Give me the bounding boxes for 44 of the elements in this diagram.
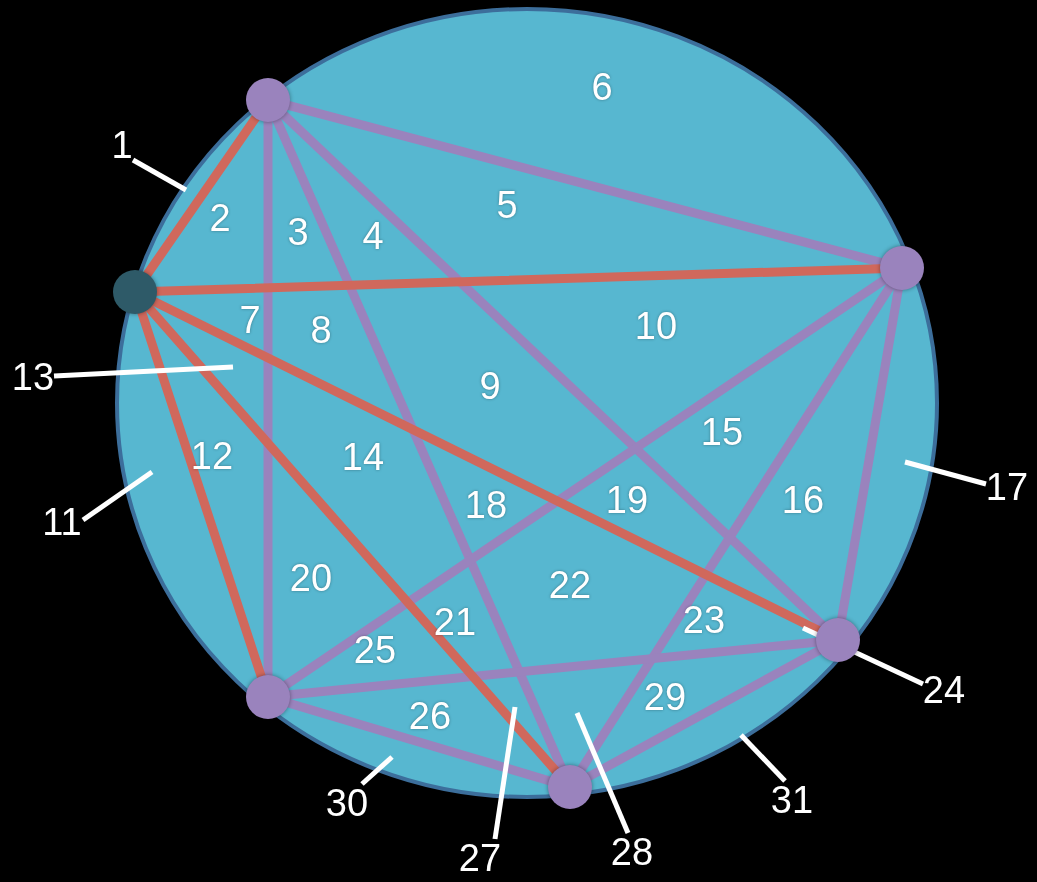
- region-number: 7: [239, 301, 261, 339]
- callout-number: 28: [610, 833, 654, 871]
- callout-number: 24: [922, 671, 966, 709]
- leader-line: [739, 733, 787, 783]
- callout-number: 11: [42, 503, 82, 541]
- region-number: 20: [289, 559, 333, 597]
- region-number: 12: [190, 437, 234, 475]
- leader-line: [53, 364, 234, 379]
- region-number: 8: [310, 311, 332, 349]
- region-number: 29: [643, 678, 687, 716]
- callout-number: 27: [458, 839, 502, 877]
- callout-number: 1: [111, 126, 133, 164]
- region-number: 25: [353, 631, 397, 669]
- region-number: 5: [496, 186, 518, 224]
- region-number: 22: [548, 566, 592, 604]
- region-number: 23: [682, 601, 726, 639]
- leader-line: [574, 712, 631, 834]
- region-number: 21: [433, 603, 477, 641]
- region-number: 9: [479, 367, 501, 405]
- point-dot: [246, 78, 290, 122]
- callout-number: 13: [11, 358, 55, 396]
- region-number: 15: [700, 413, 744, 451]
- region-number: 19: [605, 481, 649, 519]
- region-number: 14: [341, 438, 385, 476]
- leader-line: [904, 459, 987, 487]
- region-number: 3: [287, 213, 309, 251]
- region-number: 18: [464, 486, 508, 524]
- leader-line: [81, 469, 154, 523]
- region-number: 4: [362, 217, 384, 255]
- leader-line: [492, 706, 518, 840]
- region-number: 26: [408, 697, 452, 735]
- region-number: 16: [781, 481, 825, 519]
- callout-number: 31: [770, 781, 814, 819]
- point-dot: [113, 270, 157, 314]
- chord-line: [281, 275, 889, 690]
- chord-line: [577, 282, 895, 773]
- chord-line: [145, 304, 560, 775]
- chord-line: [143, 113, 260, 279]
- callout-number: 30: [325, 784, 369, 822]
- region-number: 2: [209, 199, 231, 237]
- region-number: 10: [634, 307, 678, 345]
- leader-line: [131, 157, 188, 193]
- region-number: 6: [591, 68, 613, 106]
- callout-number: 17: [985, 468, 1029, 506]
